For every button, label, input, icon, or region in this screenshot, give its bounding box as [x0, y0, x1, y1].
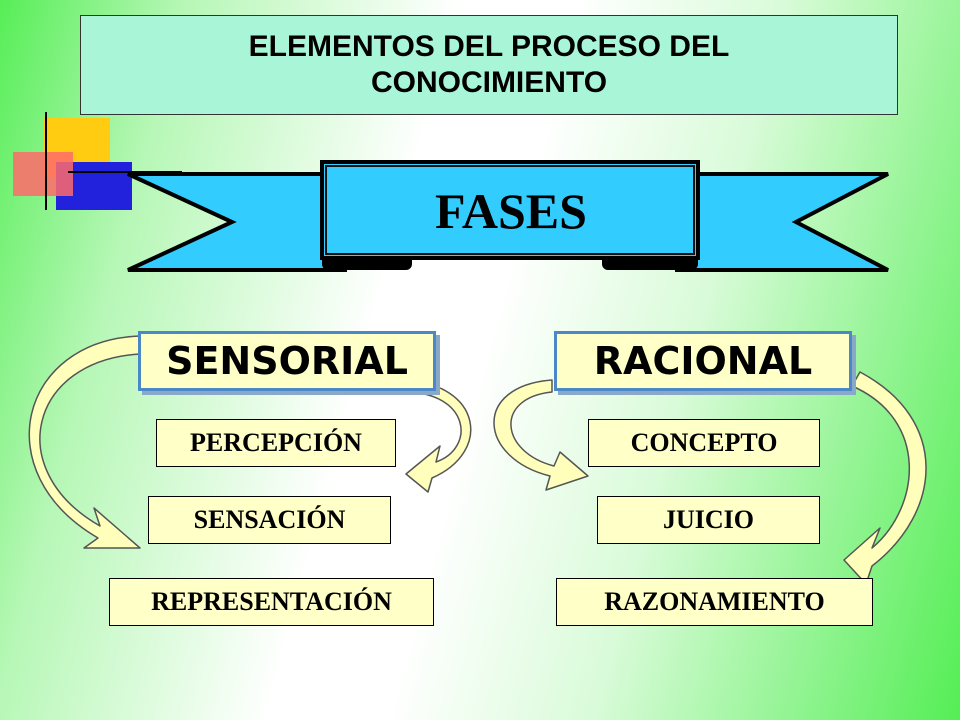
page-title: ELEMENTOS DEL PROCESO DEL CONOCIMIENTO	[248, 30, 730, 99]
curved-arrow-icon	[28, 335, 141, 549]
title-box: ELEMENTOS DEL PROCESO DEL CONOCIMIENTO	[80, 15, 898, 115]
item-razonamiento: RAZONAMIENTO	[556, 578, 873, 626]
banner-center	[320, 160, 700, 260]
curved-arrow-icon	[403, 379, 472, 493]
fases-banner	[127, 160, 889, 272]
item-percepcion: PERCEPCIÓN	[156, 419, 396, 467]
decorative-squares-icon	[13, 112, 182, 210]
item-juicio: JUICIO	[597, 496, 820, 544]
phase-racional: RACIONAL	[554, 331, 852, 391]
phase-sensorial: SENSORIAL	[138, 331, 436, 391]
curved-arrow-icon	[493, 379, 589, 491]
item-representacion: REPRESENTACIÓN	[109, 578, 434, 626]
banner-label: FASES	[435, 183, 587, 239]
curved-arrow-icon	[843, 371, 927, 585]
item-concepto: CONCEPTO	[588, 419, 820, 467]
item-sensacion: SENSACIÓN	[148, 496, 391, 544]
banner-left-tail	[127, 172, 347, 272]
